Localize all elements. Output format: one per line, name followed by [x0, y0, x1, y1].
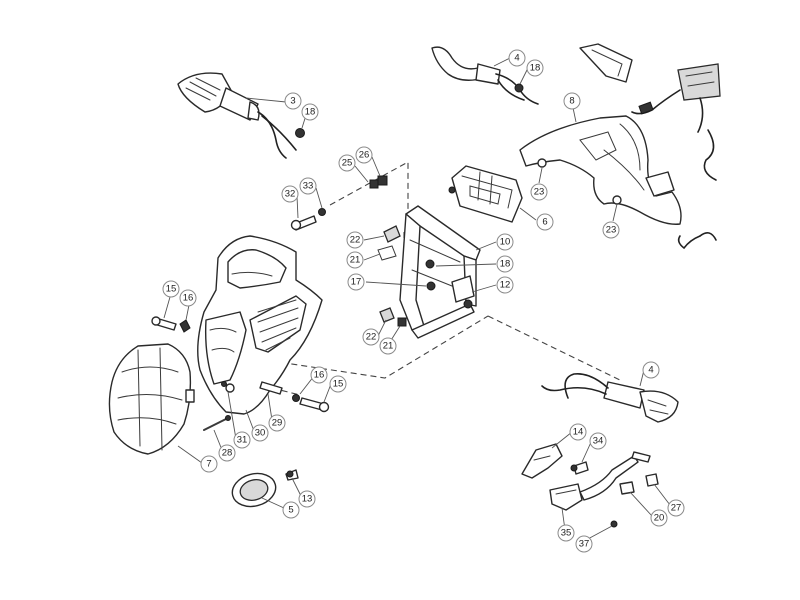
callout-badge: 32	[281, 185, 299, 203]
svg-text:23: 23	[534, 187, 545, 198]
callout-badge: 27	[667, 499, 685, 517]
svg-text:18: 18	[500, 259, 511, 270]
svg-text:15: 15	[166, 284, 177, 295]
svg-text:5: 5	[288, 505, 293, 516]
svg-text:18: 18	[305, 107, 316, 118]
svg-text:21: 21	[350, 255, 361, 266]
callout-badge: 34	[589, 432, 607, 450]
svg-text:14: 14	[573, 427, 584, 438]
callout-badge: 28	[218, 444, 236, 462]
callout-badge: 4	[508, 49, 526, 67]
turn-signal-front-left	[177, 72, 305, 159]
callout-badge: 16	[310, 366, 328, 384]
callout-badge: 17	[347, 273, 365, 291]
top-right-partial-parts	[579, 43, 721, 181]
callout-badge: 23	[602, 221, 620, 239]
svg-text:22: 22	[350, 235, 361, 246]
callout-badge: 18	[526, 59, 544, 77]
side-bracket-assembly	[521, 443, 659, 528]
svg-text:25: 25	[342, 158, 353, 169]
callout-badge: 18	[496, 255, 514, 273]
svg-text:34: 34	[593, 436, 604, 447]
svg-text:20: 20	[654, 513, 665, 524]
callout-badge: 5	[282, 501, 300, 519]
svg-text:18: 18	[530, 63, 541, 74]
callout-badge: 21	[379, 337, 397, 355]
callout-badge: 25	[338, 154, 356, 172]
headlight-lens	[108, 343, 195, 455]
leader-lines	[163, 57, 671, 541]
callout-badge: 7	[200, 455, 218, 473]
callout-badge: 29	[268, 414, 286, 432]
callout-badge: 26	[355, 146, 373, 164]
headlight-relay-box	[448, 165, 523, 223]
fastener-screws-top	[290, 175, 388, 231]
fairing-screws-right	[292, 394, 330, 413]
svg-text:28: 28	[222, 448, 233, 459]
callout-badge: 18	[301, 103, 319, 121]
svg-text:12: 12	[500, 280, 511, 291]
svg-text:7: 7	[206, 459, 211, 470]
svg-text:3: 3	[290, 96, 295, 107]
callout-badge: 3	[284, 92, 302, 110]
front-fairing-cowl	[197, 235, 323, 415]
svg-text:37: 37	[579, 539, 590, 550]
long-pin	[203, 415, 231, 431]
callout-badge: 14	[569, 423, 587, 441]
callout-badge: 21	[346, 251, 364, 269]
svg-text:16: 16	[314, 370, 325, 381]
svg-text:16: 16	[183, 293, 194, 304]
svg-text:35: 35	[561, 528, 572, 539]
svg-text:29: 29	[272, 418, 283, 429]
svg-text:17: 17	[351, 277, 362, 288]
callout-badge: 30	[251, 424, 269, 442]
svg-text:13: 13	[302, 494, 313, 505]
svg-text:30: 30	[255, 428, 266, 439]
svg-text:4: 4	[648, 365, 653, 376]
svg-text:21: 21	[383, 341, 394, 352]
rear-fender-bracket	[519, 115, 717, 250]
callout-badge: 22	[362, 328, 380, 346]
turn-signal-top-right	[431, 46, 539, 105]
svg-text:15: 15	[333, 379, 344, 390]
svg-text:27: 27	[671, 503, 682, 514]
callout-badge: 15	[329, 375, 347, 393]
callout-badge: 22	[346, 231, 364, 249]
reflector	[231, 469, 299, 508]
svg-text:22: 22	[366, 332, 377, 343]
callout-badge: 35	[557, 524, 575, 542]
callout-badge: 10	[496, 233, 514, 251]
callout-badge: 37	[575, 535, 593, 553]
svg-text:26: 26	[359, 150, 370, 161]
callout-badge: 16	[179, 289, 197, 307]
svg-text:6: 6	[542, 217, 547, 228]
svg-text:4: 4	[514, 53, 519, 64]
callout-badge: 6	[536, 213, 554, 231]
turn-signal-lower-right	[541, 372, 679, 423]
headlight-mount-frame	[377, 205, 481, 339]
svg-text:32: 32	[285, 189, 296, 200]
svg-text:31: 31	[237, 435, 248, 446]
svg-text:23: 23	[606, 225, 617, 236]
callout-badge: 8	[563, 92, 581, 110]
callout-badge: 23	[530, 183, 548, 201]
callout-badge: 33	[299, 177, 317, 195]
callout-badge: 12	[496, 276, 514, 294]
callout-badges: 3 18 4 18 8 25 26 32 33 23 6 23 22 10 21	[162, 49, 685, 553]
svg-text:33: 33	[303, 181, 314, 192]
fairing-screws-left	[151, 316, 191, 333]
callout-badge: 31	[233, 431, 251, 449]
callout-badge: 13	[298, 490, 316, 508]
callout-badge: 15	[162, 280, 180, 298]
callout-badge: 4	[642, 361, 660, 379]
svg-text:10: 10	[500, 237, 511, 248]
callout-badge: 20	[650, 509, 668, 527]
svg-text:8: 8	[569, 96, 574, 107]
